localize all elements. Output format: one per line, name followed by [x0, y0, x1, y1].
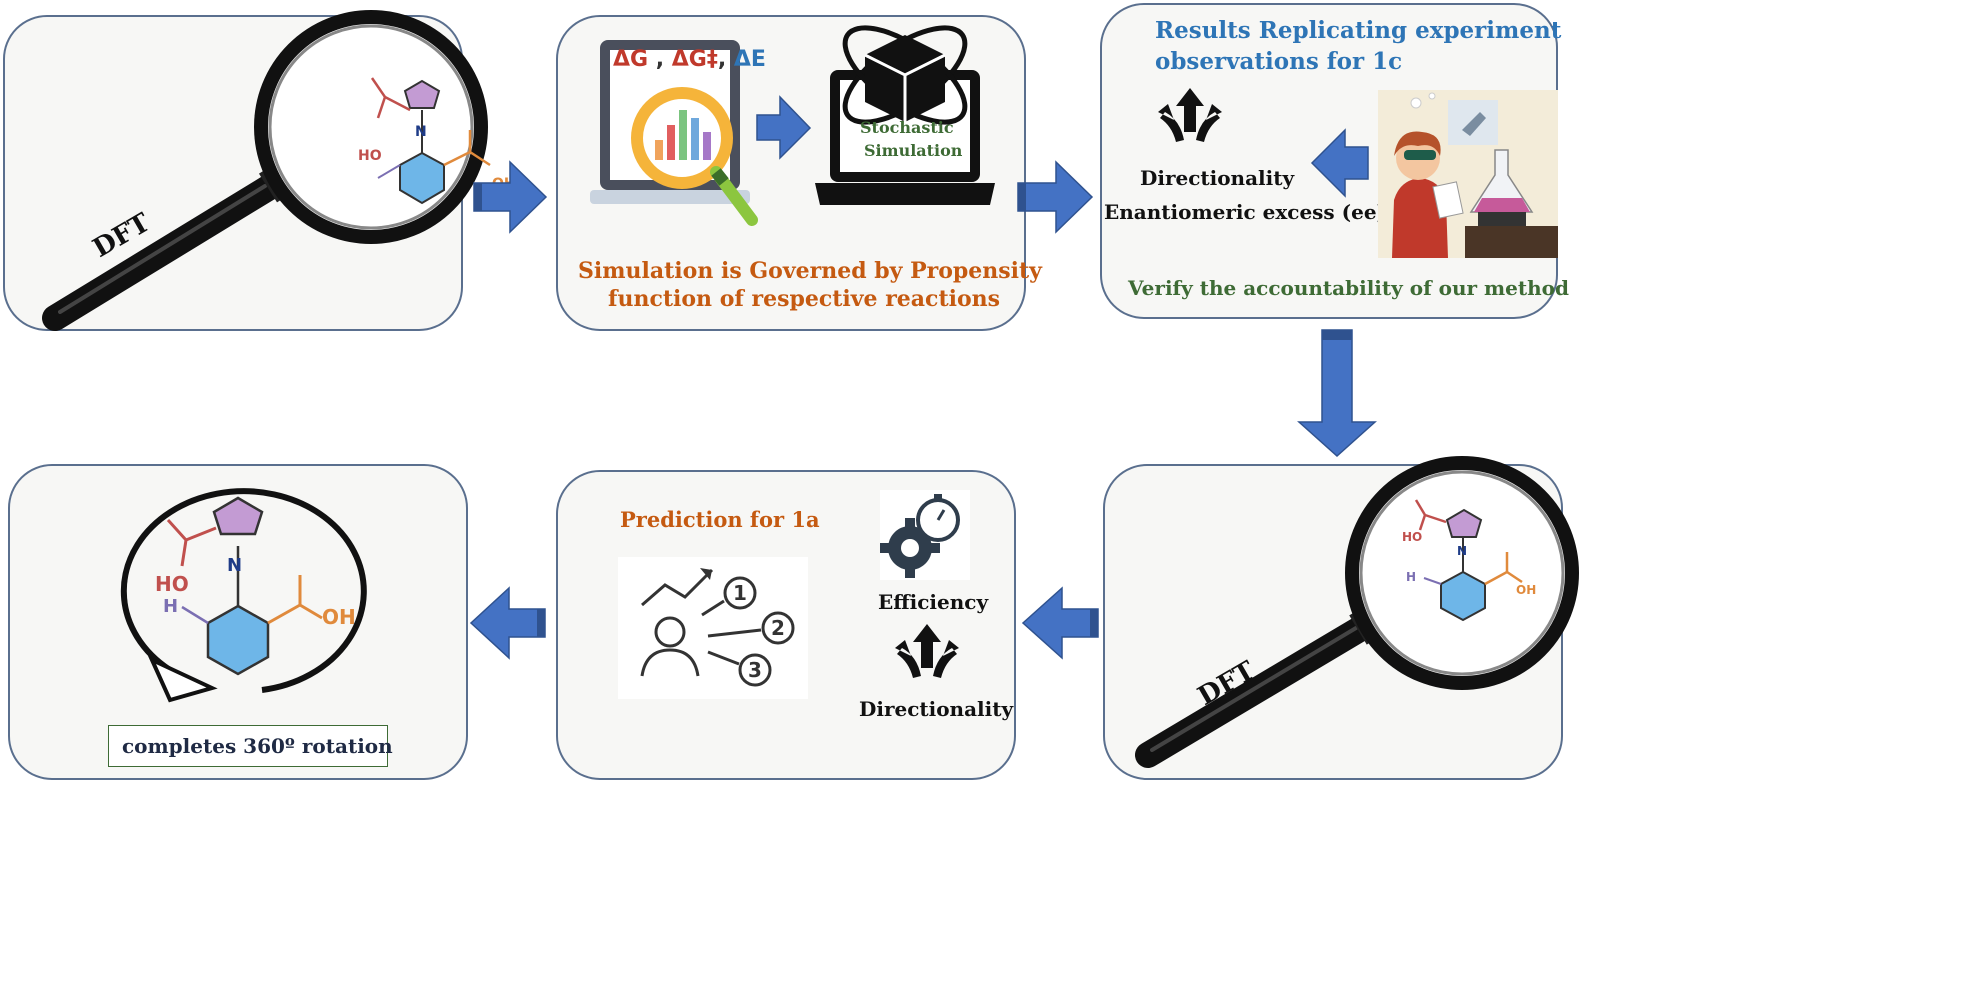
- molecule-rotation-oh: OH: [322, 605, 356, 629]
- prediction-efficiency: Efficiency: [878, 590, 989, 614]
- molecule-bottom-n: N: [1457, 544, 1468, 558]
- rank-1: 1: [733, 581, 747, 605]
- delta-e: ΔE: [733, 47, 766, 72]
- rotation-caption: completes 360º rotation: [122, 734, 393, 758]
- stochastic-line1: Stochastic: [860, 118, 954, 137]
- stochastic-line2: Simulation: [864, 141, 963, 160]
- simulation-caption-line2: function of respective reactions: [608, 286, 1001, 312]
- rotation-caption-box: [108, 725, 388, 767]
- molecule-rotation-ho: HO: [155, 572, 189, 596]
- rank-2: 2: [771, 616, 785, 640]
- molecule-top-n: N: [415, 124, 427, 140]
- results-title-line1: Results Replicating experiment: [1155, 17, 1562, 44]
- prediction-directionality: Directionality: [859, 697, 1014, 721]
- results-title-line2: observations for 1c: [1155, 48, 1403, 75]
- molecule-top-ho: HO: [358, 148, 382, 164]
- results-directionality: Directionality: [1140, 166, 1295, 190]
- molecule-bottom-oh: OH: [1516, 583, 1537, 597]
- delta-g-ts: ΔG‡: [671, 47, 718, 72]
- delta-g: ΔG: [613, 47, 649, 72]
- molecule-rotation-h: H: [163, 596, 179, 617]
- molecule-bottom-h: H: [1406, 570, 1417, 584]
- rank-3: 3: [748, 658, 762, 682]
- simulation-caption-line1: Simulation is Governed by Propensity: [578, 258, 1042, 284]
- results-enantiomeric: Enantiomeric excess (ee): [1104, 200, 1387, 224]
- energy-terms: ΔG , ΔG‡, ΔE: [613, 47, 766, 72]
- results-verify: Verify the accountability of our method: [1128, 276, 1570, 300]
- molecule-rotation-n: N: [227, 555, 243, 576]
- molecule-bottom-ho: HO: [1402, 530, 1423, 544]
- prediction-title: Prediction for 1a: [620, 507, 820, 532]
